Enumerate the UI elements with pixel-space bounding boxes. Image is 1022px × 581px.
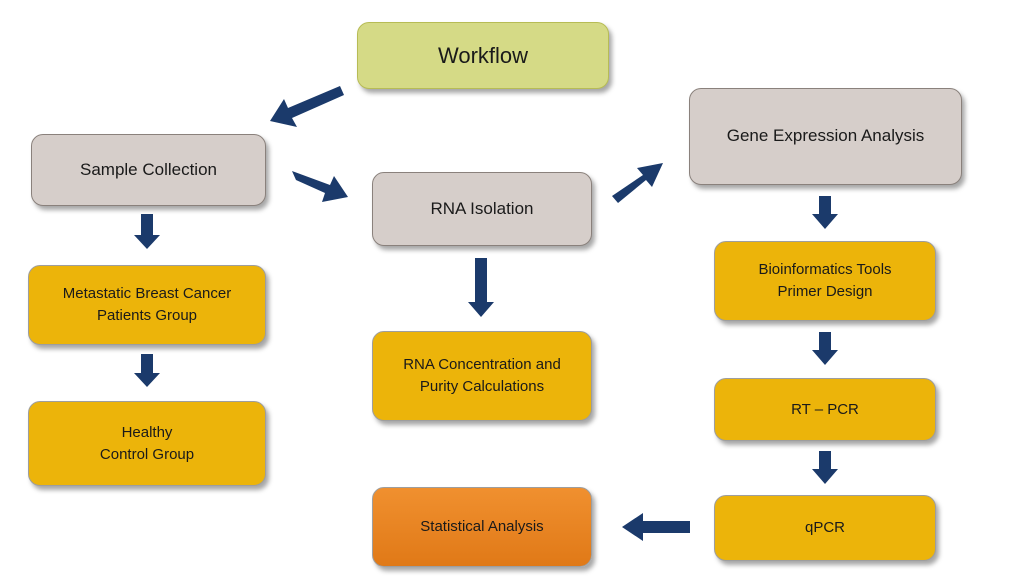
rna-isolation-box: RNA Isolation xyxy=(372,172,592,246)
statistical-analysis-box: Statistical Analysis xyxy=(372,487,592,567)
healthy-group-line2: Control Group xyxy=(99,445,195,463)
arrow-rna-to-concentration xyxy=(468,258,494,317)
statistical-analysis-label: Statistical Analysis xyxy=(420,518,544,536)
rt-pcr-label: RT – PCR xyxy=(791,400,859,418)
arrow-rtpcr-to-qpcr xyxy=(812,451,838,484)
rna-concentration-line2: Purity Calculations xyxy=(419,378,545,395)
sample-collection-label: Sample Collection xyxy=(79,159,217,179)
rt-pcr-box: RT – PCR xyxy=(714,378,936,441)
workflow-title: Workflow xyxy=(437,42,529,68)
rna-isolation-label: RNA Isolation xyxy=(430,198,534,218)
bioinformatics-line2: Primer Design xyxy=(777,283,873,300)
healthy-group-line1: Healthy xyxy=(121,423,173,441)
metastatic-group-box: Metastatic Breast Cancer Patients Group xyxy=(28,265,266,345)
arrow-gene-to-bioinformatics xyxy=(812,196,838,229)
rna-concentration-box: RNA Concentration and Purity Calculation… xyxy=(372,331,592,421)
gene-expression-label: Gene Expression Analysis xyxy=(726,126,925,146)
arrow-qpcr-to-statistical xyxy=(622,513,690,541)
qpcr-label: qPCR xyxy=(804,519,845,537)
arrow-rna-to-gene xyxy=(612,163,663,203)
healthy-group-box: Healthy Control Group xyxy=(28,401,266,486)
bioinformatics-box: Bioinformatics Tools Primer Design xyxy=(714,241,936,321)
rna-concentration-line1: RNA Concentration and xyxy=(403,356,561,374)
qpcr-box: qPCR xyxy=(714,495,936,561)
metastatic-group-line1: Metastatic Breast Cancer xyxy=(62,285,232,303)
sample-collection-box: Sample Collection xyxy=(31,134,266,206)
arrow-workflow-to-sample xyxy=(270,86,344,127)
arrow-sample-to-rna xyxy=(292,171,348,202)
arrow-bioinformatics-to-rtpcr xyxy=(812,332,838,365)
bioinformatics-line1: Bioinformatics Tools xyxy=(758,261,892,279)
arrow-sample-to-metastatic xyxy=(134,214,160,249)
metastatic-group-line2: Patients Group xyxy=(96,307,198,324)
gene-expression-box: Gene Expression Analysis xyxy=(689,88,962,185)
workflow-title-box: Workflow xyxy=(357,22,609,89)
arrow-metastatic-to-healthy xyxy=(134,354,160,387)
